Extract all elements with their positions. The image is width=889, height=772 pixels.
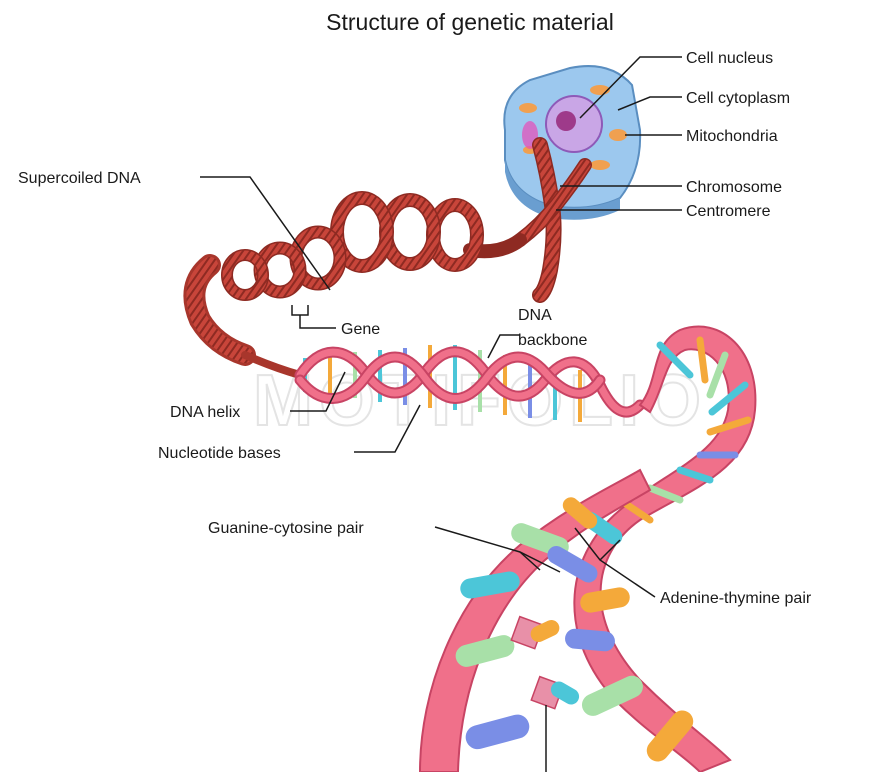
label-adenine-thymine-pair: Adenine-thymine pair xyxy=(660,590,812,607)
label-nucleotide-bases: Nucleotide bases xyxy=(158,445,281,462)
nucleolus xyxy=(556,111,576,131)
label-dna-backbone-line2: backbone xyxy=(518,332,587,349)
label-centromere: Centromere xyxy=(686,203,771,220)
label-dna-backbone-line1: DNA xyxy=(518,307,552,324)
label-supercoiled-dna: Supercoiled DNA xyxy=(18,170,141,187)
label-cell-nucleus: Cell nucleus xyxy=(686,50,773,67)
diagram-title: Structure of genetic material xyxy=(326,9,614,35)
cell xyxy=(504,66,640,220)
label-gene: Gene xyxy=(341,321,380,338)
label-mitochondria: Mitochondria xyxy=(686,128,778,145)
label-cell-cytoplasm: Cell cytoplasm xyxy=(686,90,790,107)
label-dna-helix: DNA helix xyxy=(170,404,240,421)
label-guanine-cytosine-pair: Guanine-cytosine pair xyxy=(208,520,364,537)
label-chromosome: Chromosome xyxy=(686,179,782,196)
